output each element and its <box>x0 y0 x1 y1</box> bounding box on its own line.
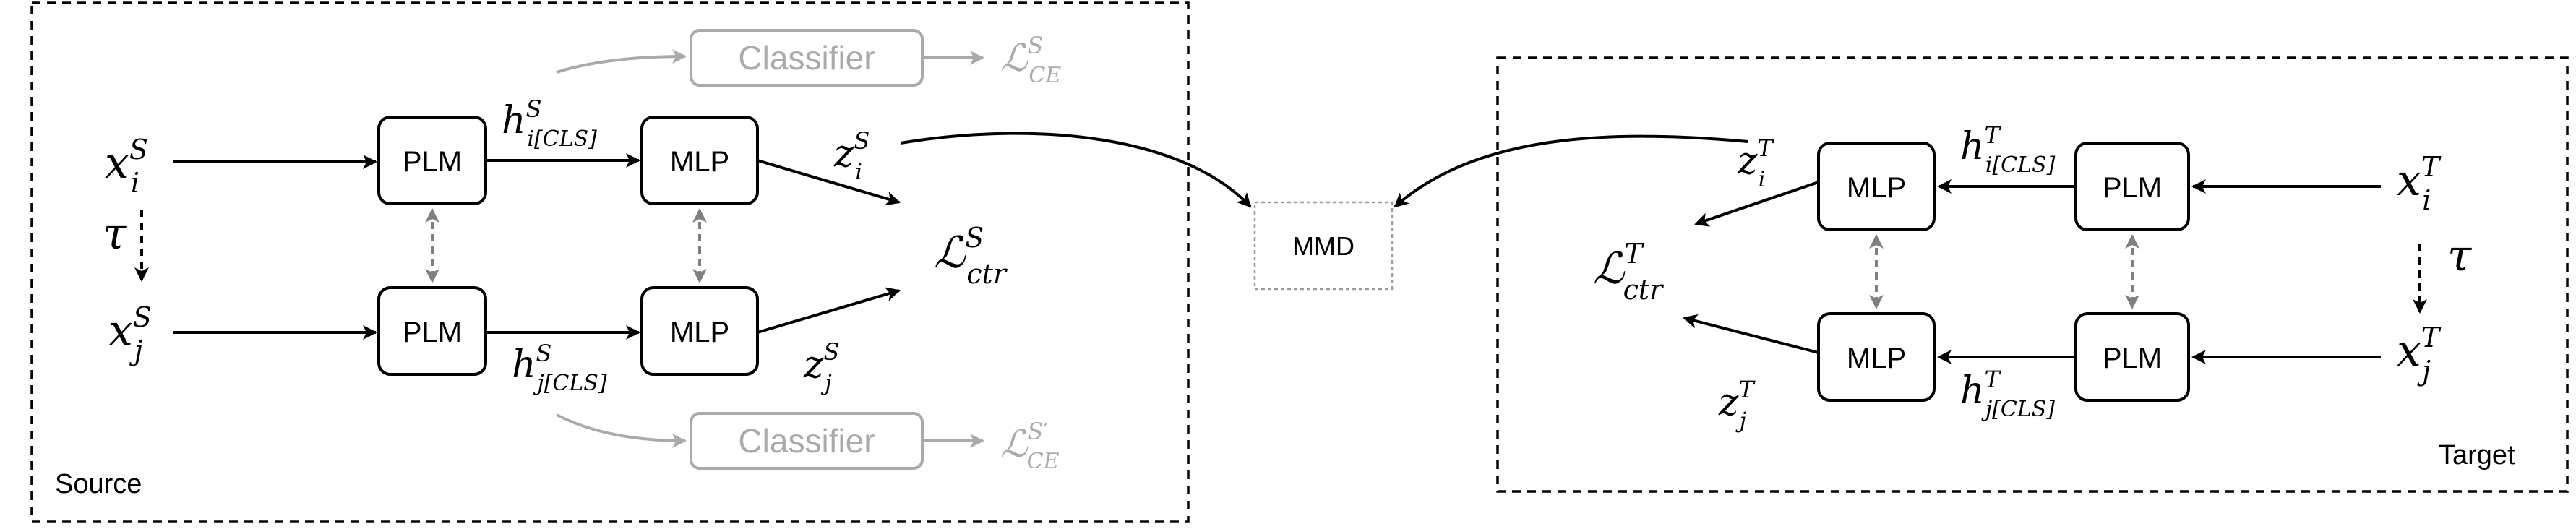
target-panel-label: Target <box>2439 440 2515 470</box>
source-augmentation-tau: τ <box>103 209 127 259</box>
target-plm-bottom: PLM <box>2074 312 2190 402</box>
source-classifier-top: Classifier <box>690 29 924 87</box>
source-mlp-bottom: MLP <box>640 286 759 376</box>
source-mlp-bottom-to-loss-arrow <box>757 287 901 334</box>
source-mlp-top-to-loss-arrow <box>757 159 901 206</box>
target-plm-top: PLM <box>2074 142 2190 231</box>
source-classifier-bottom-in-arrow <box>556 413 687 448</box>
svg-text:PLM: PLM <box>2103 172 2162 204</box>
source-to-mmd-arrow <box>900 132 1252 208</box>
svg-text:MMD: MMD <box>1292 231 1354 261</box>
target-mlp-top: MLP <box>1817 142 1936 231</box>
source-classifier-bottom: Classifier <box>690 412 924 470</box>
source-panel <box>30 1 1190 523</box>
svg-text:PLM: PLM <box>403 146 462 178</box>
svg-text:Classifier: Classifier <box>738 39 875 77</box>
source-panel-label: Source <box>55 469 142 499</box>
svg-text:MLP: MLP <box>1847 343 1906 374</box>
svg-text:PLM: PLM <box>403 317 462 348</box>
target-to-mmd-arrow <box>1394 134 1748 208</box>
target-panel <box>1496 56 2569 493</box>
mmd-box: MMD <box>1253 201 1394 291</box>
source-classifier-top-in-arrow <box>556 49 687 74</box>
target-mlp-top-to-loss-arrow <box>1694 181 1819 227</box>
svg-text:PLM: PLM <box>2103 343 2162 374</box>
svg-text:Classifier: Classifier <box>738 422 875 460</box>
source-plm-bottom: PLM <box>377 286 487 376</box>
svg-text:MLP: MLP <box>1847 172 1906 204</box>
source-ce-loss-bottom: ℒS′CE <box>1000 418 1060 474</box>
svg-text:MLP: MLP <box>670 317 729 348</box>
target-augmentation-tau: τ <box>2447 231 2472 281</box>
target-mlp-bottom-to-loss-arrow <box>1683 314 1819 354</box>
svg-text:MLP: MLP <box>670 146 729 178</box>
source-mlp-top: MLP <box>640 116 759 205</box>
target-mlp-bottom: MLP <box>1817 312 1936 402</box>
source-plm-top: PLM <box>377 116 487 205</box>
